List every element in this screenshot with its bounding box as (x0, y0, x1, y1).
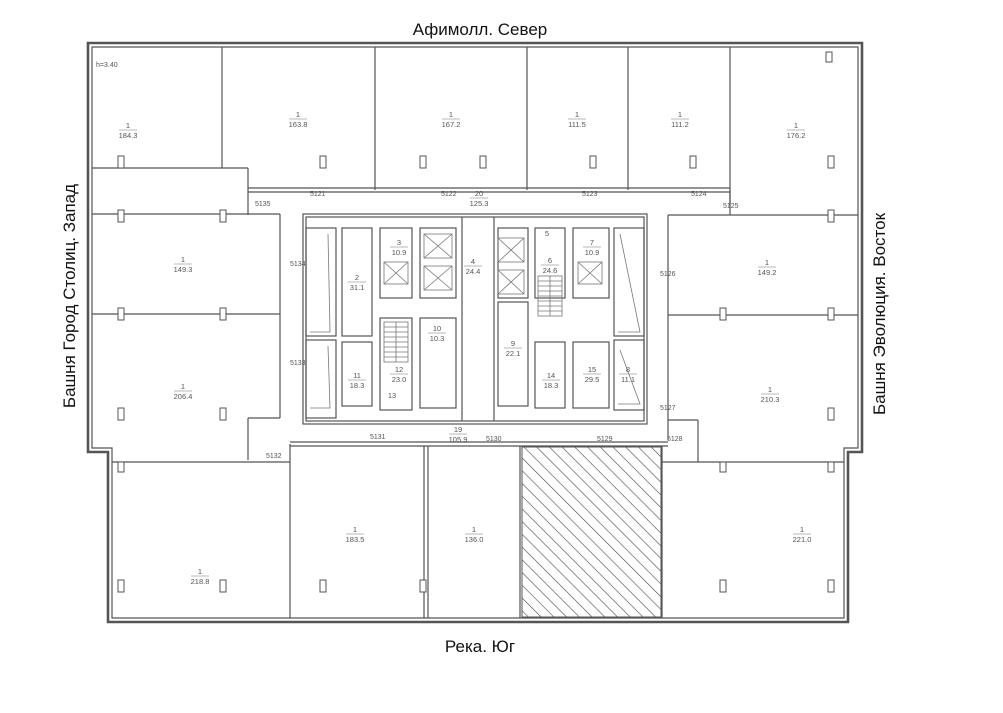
room-area: 206.4 (174, 392, 193, 401)
staircases (310, 233, 641, 409)
building-core (302, 213, 648, 425)
room-area: 23.0 (392, 375, 407, 384)
room-area: 125.3 (470, 199, 489, 208)
room-number: 1 (449, 110, 453, 119)
north-partitions (92, 47, 731, 215)
room-area: 176.2 (787, 131, 806, 140)
axis-code: 5121 (310, 191, 326, 198)
room-area: 24.4 (466, 267, 481, 276)
room-number: 8 (626, 365, 630, 374)
room-number: 1 (126, 121, 130, 130)
room-number: 15 (588, 365, 596, 374)
room-area: 31.1 (350, 283, 365, 292)
outer-wall (86, 41, 864, 624)
room-area: 210.3 (761, 395, 780, 404)
room-area: 183.5 (346, 535, 365, 544)
room-area: 111.5 (568, 120, 586, 129)
room-area: 149.2 (758, 268, 777, 277)
room-area: 22.1 (506, 349, 521, 358)
room-area: 29.5 (585, 375, 600, 384)
room-area: 10.9 (585, 248, 600, 257)
hatched-area (521, 446, 662, 618)
room-area: 149.3 (174, 265, 193, 274)
axis-code: 5127 (660, 405, 676, 412)
room-area: 10.9 (392, 248, 407, 257)
room-area: 167.2 (442, 120, 461, 129)
axis-code: 5132 (266, 453, 282, 460)
room-number: 14 (547, 371, 555, 380)
axis-code: 5133 (290, 360, 306, 367)
room-number: 3 (397, 238, 401, 247)
room-area: 136.0 (465, 535, 484, 544)
room-number: 6 (548, 256, 552, 265)
room-number: 20 (475, 189, 483, 198)
room-area: 11.1 (621, 375, 635, 384)
room-number: 1 (296, 110, 300, 119)
room-number: 1 (198, 567, 202, 576)
room-number: 1 (472, 525, 476, 534)
room-number: 1 (181, 382, 185, 391)
room-number: 7 (590, 238, 594, 247)
room-area: 105.9 (449, 435, 468, 444)
room-number: 1 (678, 110, 682, 119)
room-area: 218.8 (191, 577, 210, 586)
room-number: 19 (454, 425, 462, 434)
axis-code: 5135 (255, 201, 271, 208)
room-number: 9 (511, 339, 515, 348)
inner-outer-wall (91, 46, 859, 619)
axis-code: 5129 (597, 436, 613, 443)
room-number: 10 (433, 324, 441, 333)
room-number: 2 (355, 273, 359, 282)
room-area: 10.3 (430, 334, 445, 343)
room-number: 1 (575, 110, 579, 119)
room-number: 1 (181, 255, 185, 264)
room-number: 4 (471, 257, 475, 266)
room-area: 24.6 (543, 266, 558, 275)
axis-code: 5126 (660, 271, 676, 278)
room-number: 1 (800, 525, 804, 534)
room-number: 13 (388, 391, 396, 400)
room-number: 1 (353, 525, 357, 534)
axis-code: 5123 (582, 191, 598, 198)
room-number: 11 (353, 371, 361, 380)
north-label: Афимолл. Север (412, 20, 548, 39)
columns (117, 51, 835, 593)
room-number: 12 (395, 365, 403, 374)
room-area: 111.2 (671, 120, 689, 129)
axis-code: 5124 (691, 191, 707, 198)
south-label: Река. Юг (444, 637, 516, 656)
room-area: 221.0 (793, 535, 812, 544)
axis-code: 5128 (667, 436, 683, 443)
room-number: 1 (768, 385, 772, 394)
room-area: 184.3 (119, 131, 138, 140)
axis-code: 5130 (486, 436, 502, 443)
axis-code: 5134 (290, 261, 306, 268)
room-number: 1 (794, 121, 798, 130)
room-number: 5 (545, 229, 549, 238)
east-partitions (662, 214, 858, 463)
room-area: 18.3 (350, 381, 365, 390)
height-note: h=3.40 (96, 62, 118, 69)
axis-code: 5131 (370, 434, 386, 441)
elevator-shafts (383, 233, 603, 295)
room-area: 163.8 (289, 120, 308, 129)
room-area: 18.3 (544, 381, 559, 390)
axis-code: 5125 (723, 203, 739, 210)
axis-code: 5122 (441, 191, 457, 198)
room-number: 1 (765, 258, 769, 267)
